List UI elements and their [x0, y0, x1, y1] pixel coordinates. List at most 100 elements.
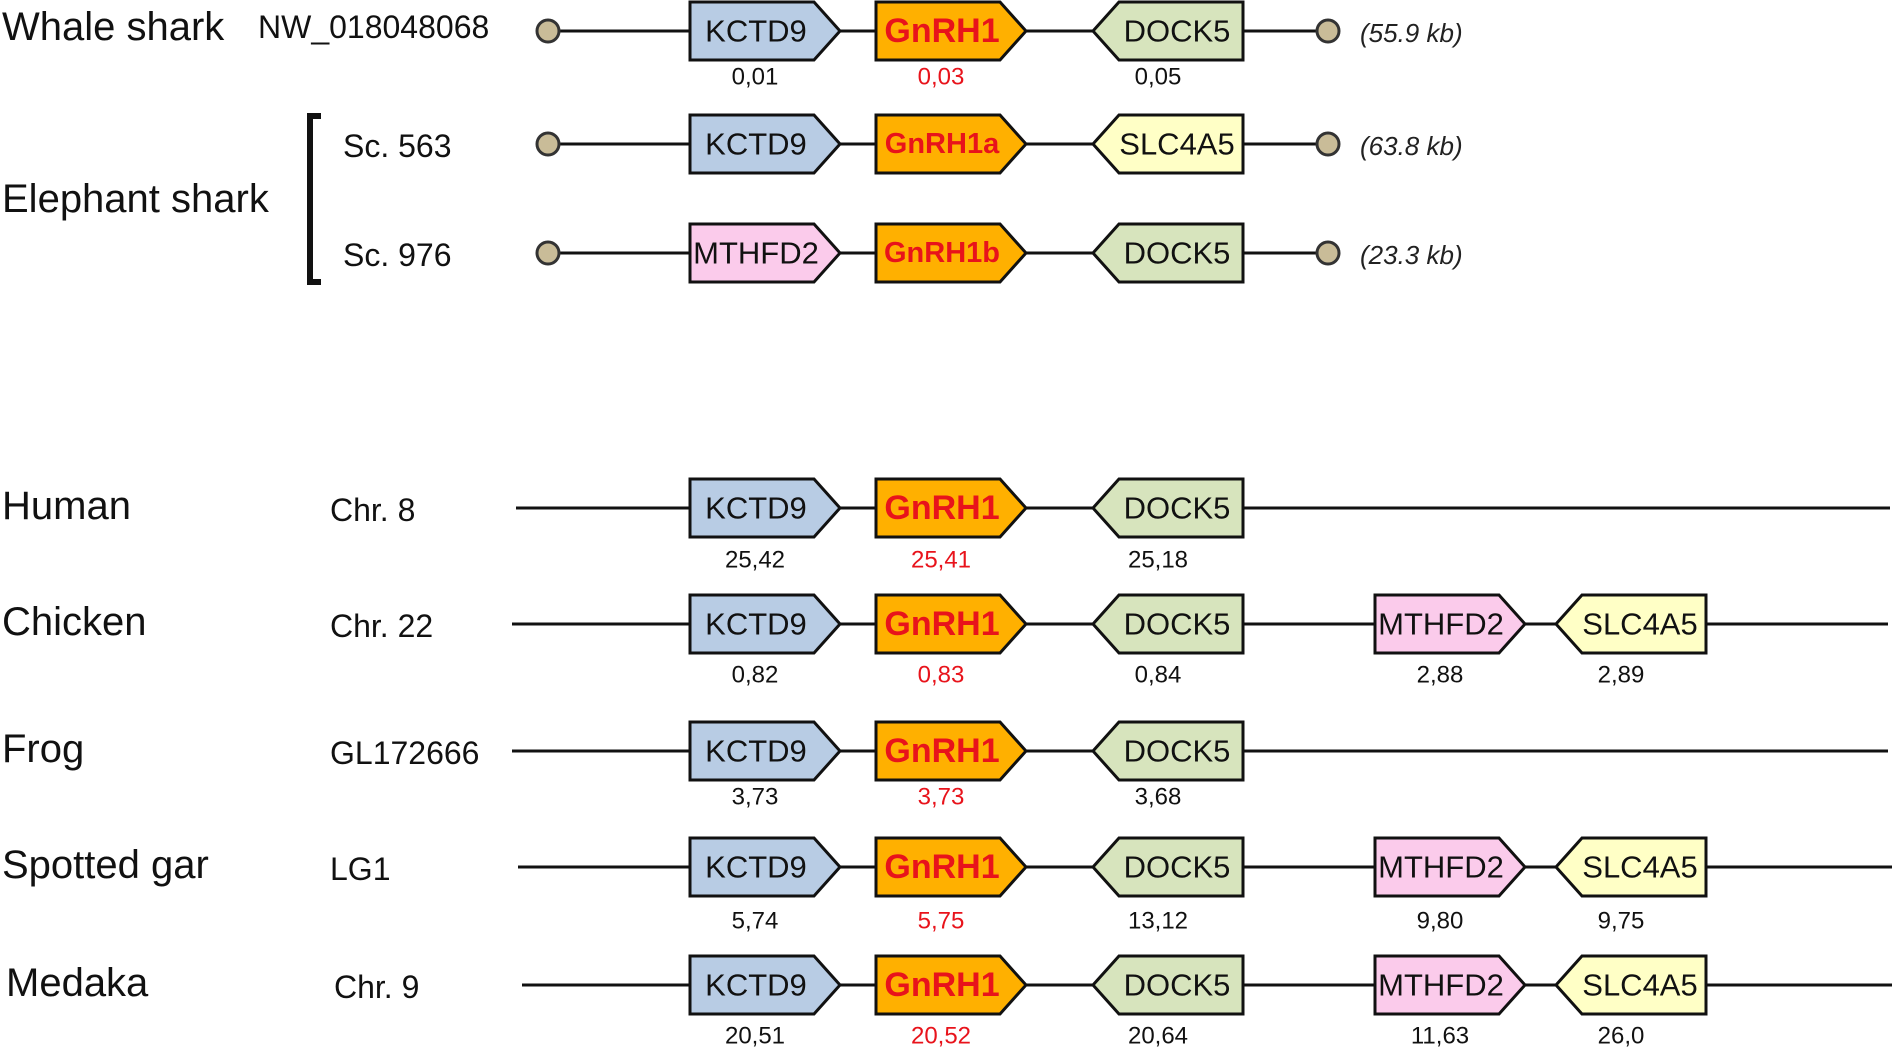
gene-gnrh1-frog — [874, 720, 1029, 782]
scaffold-end-marker — [1315, 131, 1341, 157]
gene-position-gnrh1: 5,75 — [918, 908, 965, 935]
gene-label-dock5: DOCK5 — [1124, 734, 1231, 769]
gene-label-slc4a5: SLC4A5 — [1582, 850, 1697, 885]
scaffold-bracket — [307, 113, 321, 285]
chromosome-name: GL172666 — [330, 735, 479, 771]
gene-label-gnrh1: GnRH1 — [884, 848, 999, 886]
gene-slc4a5-chicken — [1553, 593, 1708, 655]
species-name: Chicken — [2, 600, 147, 644]
chromosome-name: LG1 — [330, 851, 390, 887]
gene-position-mthfd2: 2,88 — [1417, 662, 1464, 689]
gene-position-dock5: 20,64 — [1128, 1023, 1188, 1050]
gene-label-gnrh1: GnRH1 — [884, 605, 999, 643]
gene-position-kctd9: 25,42 — [725, 547, 785, 574]
gene-label-kctd9: KCTD9 — [705, 968, 807, 1003]
gene-position-gnrh1: 25,41 — [911, 547, 971, 574]
gene-label-dock5: DOCK5 — [1124, 607, 1231, 642]
species-name: Spotted gar — [2, 843, 209, 887]
gene-position-dock5: 13,12 — [1128, 908, 1188, 935]
gene-label-slc4a5: SLC4A5 — [1582, 968, 1697, 1003]
gene-kctd9-human — [688, 477, 843, 539]
gene-label-gnrh1: GnRH1 — [884, 732, 999, 770]
gene-position-kctd9: 3,73 — [732, 784, 779, 811]
gene-label-gnrh1b: GnRH1b — [884, 237, 1000, 269]
gene-label-gnrh1: GnRH1 — [884, 489, 999, 527]
gene-label-dock5: DOCK5 — [1124, 968, 1231, 1003]
gene-dock5-chicken — [1090, 593, 1245, 655]
scaffold-size: (63.8 kb) — [1360, 131, 1463, 161]
gene-mthfd2-chicken — [1373, 593, 1528, 655]
gene-position-kctd9: 5,74 — [732, 908, 779, 935]
gene-dock5-human — [1090, 477, 1245, 539]
gene-gnrh1-whale-shark — [874, 0, 1029, 62]
gene-kctd9-medaka — [688, 954, 843, 1016]
gene-position-dock5: 3,68 — [1135, 784, 1182, 811]
chromosome-name: Chr. 9 — [334, 969, 419, 1005]
gene-label-mthfd2: MTHFD2 — [1378, 968, 1504, 1003]
gene-dock5-medaka — [1090, 954, 1245, 1016]
chromosome-name: Chr. 22 — [330, 608, 433, 644]
scaffold-size: (55.9 kb) — [1360, 18, 1463, 48]
chromosome-name: Chr. 8 — [330, 492, 415, 528]
gene-label-gnrh1: GnRH1 — [884, 966, 999, 1004]
gene-position-kctd9: 0,82 — [732, 662, 779, 689]
gene-label-mthfd2: MTHFD2 — [1378, 850, 1504, 885]
gene-gnrh1-medaka — [874, 954, 1029, 1016]
gene-mthfd2-elephant-shark-2 — [688, 222, 843, 284]
gene-label-kctd9: KCTD9 — [705, 607, 807, 642]
gene-dock5-elephant-shark-2 — [1090, 222, 1245, 284]
gene-position-dock5: 0,05 — [1135, 64, 1182, 91]
gene-label-dock5: DOCK5 — [1124, 491, 1231, 526]
gene-kctd9-chicken — [688, 593, 843, 655]
gene-slc4a5-medaka — [1553, 954, 1708, 1016]
scaffold-name: Sc. 563 — [343, 128, 452, 164]
scaffold-end-marker — [535, 131, 561, 157]
gene-position-kctd9: 20,51 — [725, 1023, 785, 1050]
gene-slc4a5-elephant-shark-1 — [1090, 113, 1245, 175]
scaffold-end-marker — [1315, 18, 1341, 44]
gene-position-gnrh1: 3,73 — [918, 784, 965, 811]
gene-dock5-whale-shark — [1090, 0, 1245, 62]
gene-position-slc4a5: 2,89 — [1598, 662, 1645, 689]
gene-mthfd2-medaka — [1373, 954, 1528, 1016]
gene-label-mthfd2: MTHFD2 — [693, 236, 819, 271]
species-name: Medaka — [6, 961, 149, 1005]
species-name: Whale shark — [2, 5, 225, 49]
gene-label-kctd9: KCTD9 — [705, 850, 807, 885]
gene-position-dock5: 25,18 — [1128, 547, 1188, 574]
scaffold-end-marker — [535, 18, 561, 44]
gene-label-slc4a5: SLC4A5 — [1582, 607, 1697, 642]
gene-gnrh1a-elephant-shark-1 — [874, 113, 1029, 175]
gene-slc4a5-spotted-gar — [1553, 836, 1708, 898]
gene-kctd9-elephant-shark-1 — [688, 113, 843, 175]
scaffold-name: NW_018048068 — [258, 9, 489, 45]
scaffold-name: Sc. 976 — [343, 237, 452, 273]
gene-label-kctd9: KCTD9 — [705, 734, 807, 769]
gene-label-dock5: DOCK5 — [1124, 850, 1231, 885]
gene-gnrh1b-elephant-shark-2 — [874, 222, 1029, 284]
gene-mthfd2-spotted-gar — [1373, 836, 1528, 898]
gene-position-mthfd2: 9,80 — [1417, 908, 1464, 935]
scaffold-size: (23.3 kb) — [1360, 240, 1463, 270]
gene-label-gnrh1: GnRH1 — [884, 12, 999, 50]
gene-label-kctd9: KCTD9 — [705, 14, 807, 49]
gene-kctd9-whale-shark — [688, 0, 843, 62]
gene-position-gnrh1: 20,52 — [911, 1023, 971, 1050]
species-name: Frog — [2, 727, 84, 771]
gene-position-slc4a5: 26,0 — [1598, 1023, 1645, 1050]
gene-label-slc4a5: SLC4A5 — [1119, 127, 1234, 162]
gene-position-mthfd2: 11,63 — [1411, 1023, 1469, 1050]
gene-position-kctd9: 0,01 — [732, 64, 779, 91]
gene-dock5-spotted-gar — [1090, 836, 1245, 898]
gene-kctd9-spotted-gar — [688, 836, 843, 898]
gene-dock5-frog — [1090, 720, 1245, 782]
gene-kctd9-frog — [688, 720, 843, 782]
species-name: Elephant shark — [2, 177, 270, 221]
gene-label-dock5: DOCK5 — [1124, 14, 1231, 49]
gene-gnrh1-chicken — [874, 593, 1029, 655]
species-name: Human — [2, 484, 131, 528]
gene-label-gnrh1a: GnRH1a — [885, 128, 1000, 160]
